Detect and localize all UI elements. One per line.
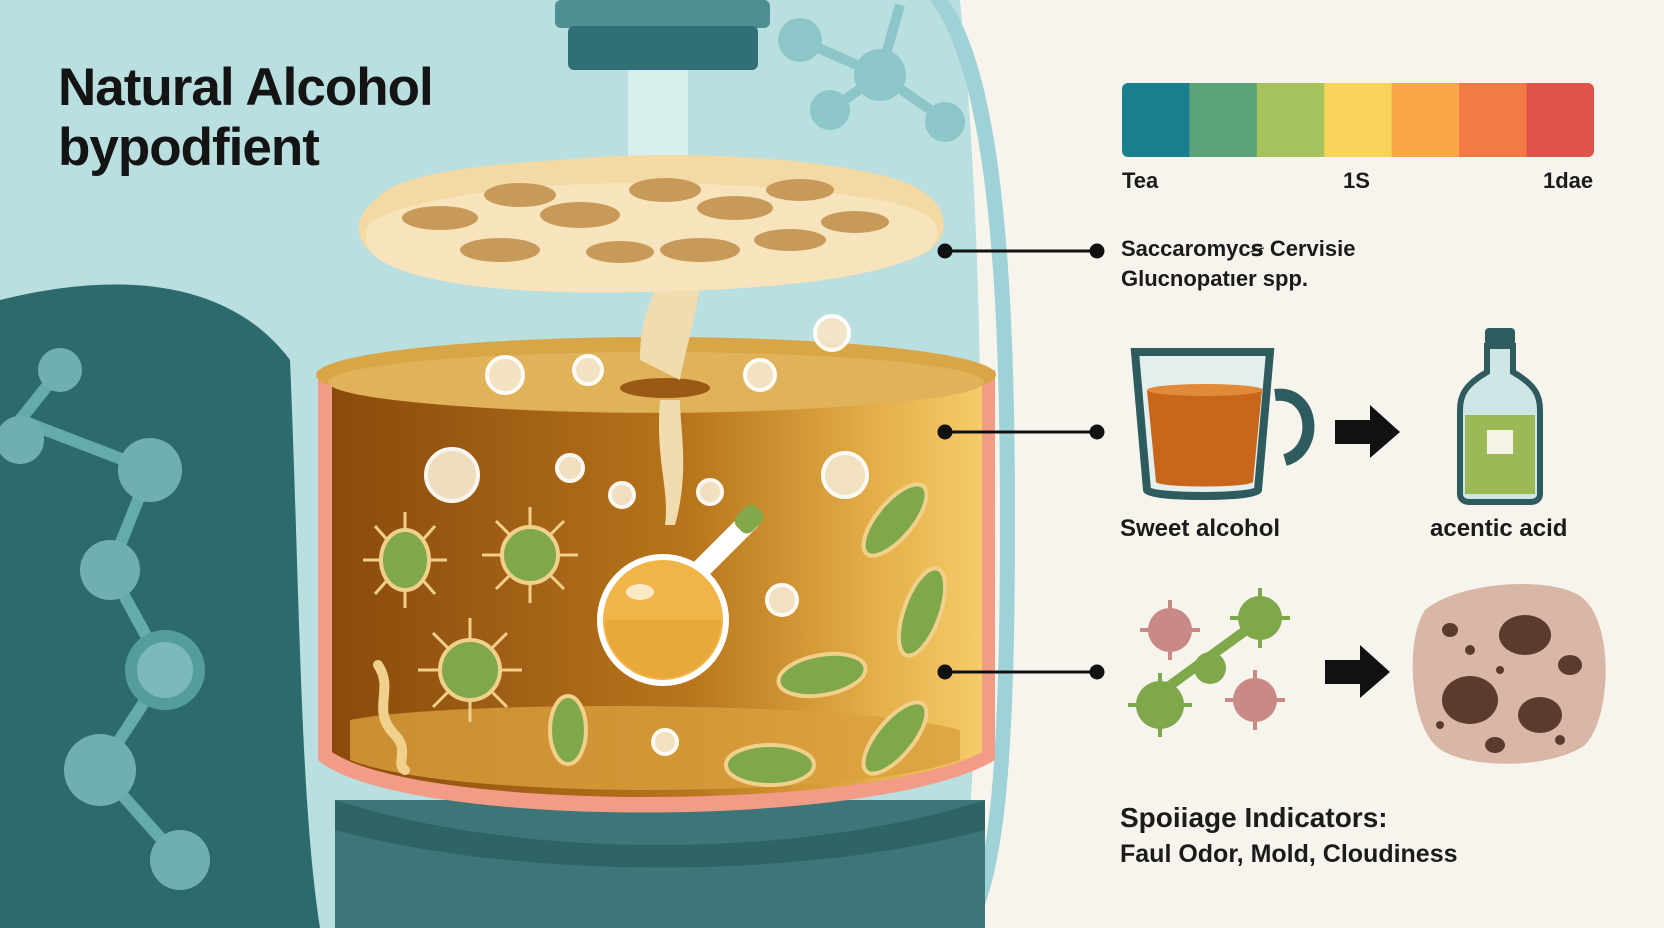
molecule-icon xyxy=(0,348,210,890)
microbe-icon xyxy=(363,482,948,787)
scale-segment xyxy=(1459,83,1528,157)
scoby-icon xyxy=(358,155,944,525)
flask-icon xyxy=(597,504,764,686)
scale-segment xyxy=(1324,83,1393,157)
arrow-right-icon xyxy=(1325,645,1390,698)
tea-cup-icon xyxy=(1130,348,1315,500)
scale-segment xyxy=(1122,83,1190,157)
scale-segment xyxy=(1391,83,1460,157)
title-line-2: bypodfient xyxy=(58,118,320,177)
scale-tick-label: Tea xyxy=(1122,168,1159,193)
mold-icon xyxy=(1412,583,1606,764)
spoilage-list: Faul Odor, Mold, Cloudiness xyxy=(1120,840,1458,868)
scale-tick-label: 1S xyxy=(1343,168,1370,193)
title-line-1: Natural Alcohol xyxy=(58,58,434,117)
acetic-acid-label: acentic acid xyxy=(1430,515,1568,542)
organism-label-1: Saccaromycꞩ Cervisie xyxy=(1121,236,1356,261)
scale-segment xyxy=(1256,83,1325,157)
page-title: Natural Alcohol bypodfient xyxy=(58,58,578,178)
bottle-icon xyxy=(1457,328,1543,505)
ph-scale-bar xyxy=(1122,83,1594,157)
bacteria-icon xyxy=(1128,588,1290,737)
spoilage-heading: Spoiiage Indicators: xyxy=(1120,802,1388,833)
scale-segment xyxy=(1526,83,1594,157)
sweet-alcohol-label: Sweet alcohol xyxy=(1120,515,1281,542)
arrow-right-icon xyxy=(1335,405,1400,458)
jar-glass-edge xyxy=(930,0,1015,928)
organism-label-2: Glucnopatıer spp. xyxy=(1121,266,1309,291)
bubble-icon xyxy=(424,314,869,756)
leader-lines xyxy=(937,243,1105,680)
molecule-icon xyxy=(778,3,965,142)
scale-tick-label: 1dae xyxy=(1543,168,1594,193)
scale-segment xyxy=(1189,83,1258,157)
